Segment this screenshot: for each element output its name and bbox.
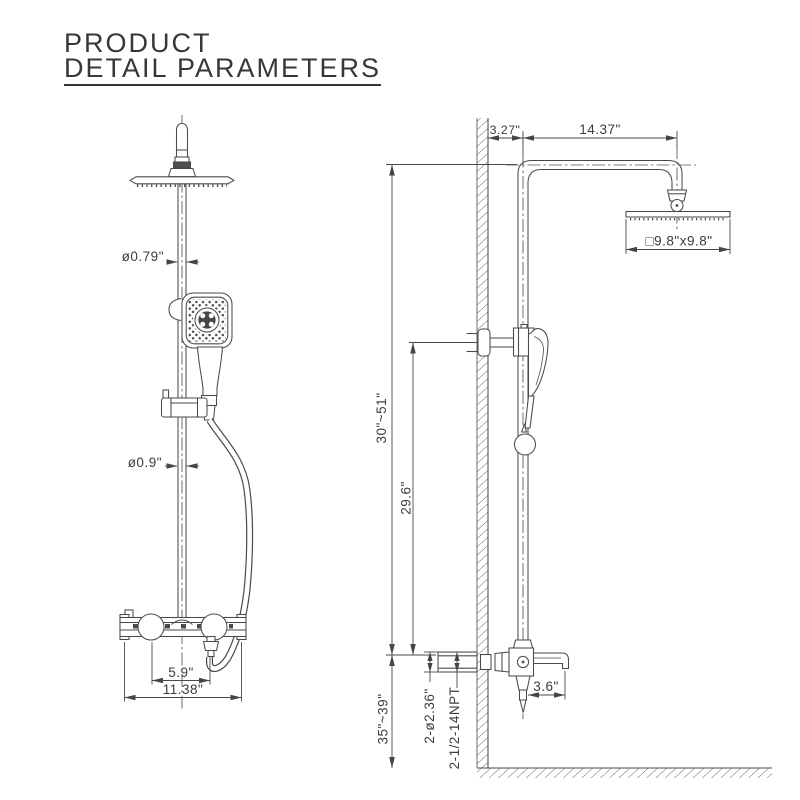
dim-label-head-size: □9.8"x9.8" — [645, 234, 712, 249]
dim-label-wall-to-pipe: 3.27" — [490, 123, 521, 137]
dimension-wall-to-pipe: 3.27" — [488, 123, 524, 157]
dim-label-adjustable-height: 30"~51" — [374, 392, 389, 443]
shower-pipe — [517, 159, 683, 650]
inlet-connector — [437, 651, 478, 673]
hose-hook — [513, 433, 537, 456]
dimension-handle-spacing: 5.9" — [151, 642, 211, 685]
front-view: ø0.79" ø0.9" 5.9" 11.38" — [119, 115, 254, 709]
dim-label-handle-spacing: 5.9" — [168, 665, 194, 680]
hand-shower — [168, 292, 233, 421]
rain-shower-head — [625, 189, 731, 221]
dim-label-escutcheon: 2-ø2.36" — [422, 688, 437, 743]
dimension-valve-width: 11.38" — [124, 642, 242, 702]
dimension-head-size: □9.8"x9.8" — [625, 219, 731, 254]
dim-label-hose-diameter: ø0.9" — [128, 455, 162, 470]
dimension-slide-bar: 29.6" — [399, 342, 477, 655]
dim-label-valve-width: 11.38" — [163, 682, 204, 697]
dimension-escutcheon: 2-ø2.36" — [422, 651, 438, 744]
dim-label-pipe-diameter: ø0.79" — [122, 249, 164, 264]
mixer-valve — [119, 609, 247, 658]
dim-label-slide-bar: 29.6" — [399, 481, 414, 515]
dim-label-inlet-thread: 2-1/2-14NPT — [447, 687, 462, 770]
dimension-inlet-thread: 2-1/2-14NPT — [447, 652, 462, 769]
valve-knob-left — [137, 613, 165, 641]
hand-shower-handle — [196, 346, 224, 397]
floor-section — [477, 767, 772, 778]
dimension-arm-reach: 14.37" — [523, 122, 678, 148]
title-line-1: PRODUCT — [64, 28, 212, 58]
dim-label-arm-reach: 14.37" — [579, 122, 621, 137]
hand-shower-hook — [168, 297, 182, 322]
dimension-hose-diameter: ø0.9" — [128, 455, 199, 470]
dimension-pipe-diameter: ø0.79" — [122, 249, 199, 265]
diverter — [515, 675, 531, 691]
dim-label-spout-reach: 3.6" — [533, 679, 559, 694]
spout — [532, 652, 570, 670]
dimension-spout-reach: 3.6" — [528, 671, 566, 700]
dim-label-valve-height: 35"~39" — [376, 693, 391, 744]
hand-shower — [513, 328, 549, 456]
page-title: PRODUCT DETAIL PARAMETERS — [64, 28, 382, 86]
shower-hose — [206, 418, 254, 673]
dimension-adjustable-height: 30"~51" 35"~39" — [374, 164, 517, 768]
wall-section — [476, 118, 489, 768]
title-line-2: DETAIL PARAMETERS — [64, 55, 382, 86]
side-view: 3.27" 14.37" □9.8"x9.8" 30"~51" — [374, 118, 772, 778]
slider-bracket — [160, 389, 208, 418]
rain-shower-head — [128, 122, 236, 187]
hand-shower-handle — [524, 395, 535, 429]
